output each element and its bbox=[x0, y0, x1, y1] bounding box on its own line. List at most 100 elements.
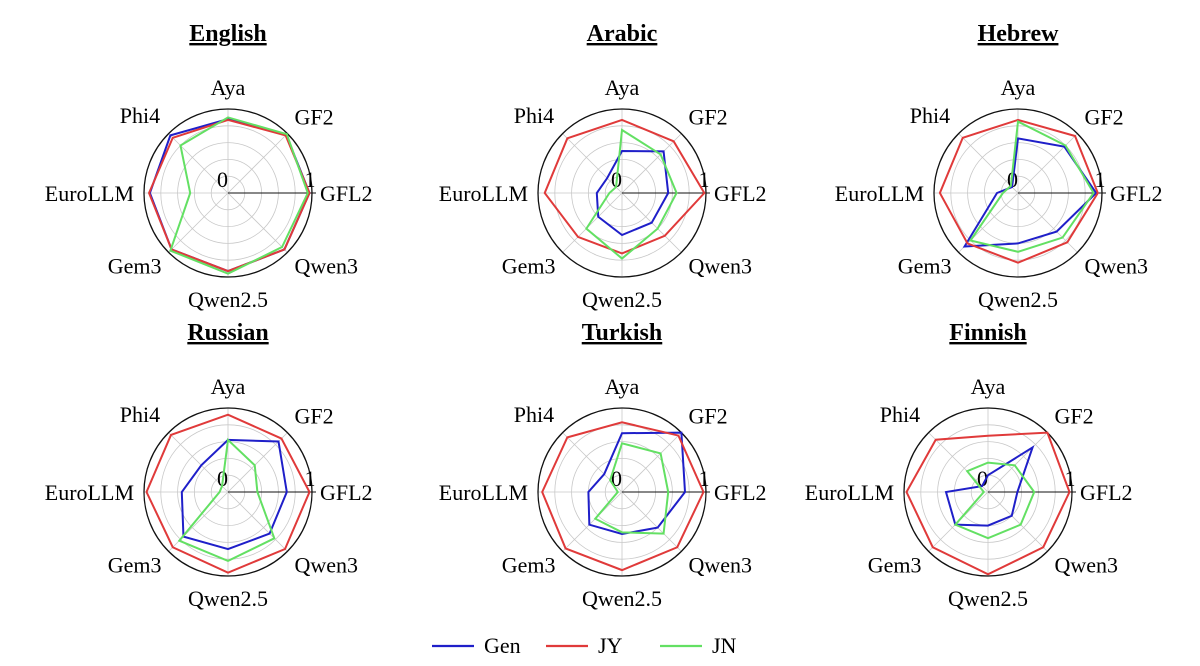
axis-label-gf2: GF2 bbox=[1054, 404, 1093, 429]
axis-label-phi4: Phi4 bbox=[880, 402, 920, 427]
chart-title: English bbox=[189, 21, 266, 47]
grid-spoke bbox=[168, 432, 229, 493]
axis-label-gem3: Gem3 bbox=[108, 552, 162, 577]
series-line-gen bbox=[962, 137, 1098, 248]
axis-label-qwen3: Qwen3 bbox=[294, 253, 358, 278]
axis-label-phi4: Phi4 bbox=[120, 402, 160, 427]
grid-spoke bbox=[1017, 192, 1078, 253]
axis-label-gem3: Gem3 bbox=[108, 253, 162, 278]
axis-label-gf2: GF2 bbox=[1084, 105, 1123, 130]
grid-spoke bbox=[562, 491, 623, 552]
axis-label-eurollm: EuroLLM bbox=[439, 480, 528, 505]
chart-title: Turkish bbox=[582, 320, 663, 346]
series-line-jy bbox=[147, 118, 311, 273]
axis-label-aya: Aya bbox=[605, 374, 640, 399]
series-line-jn bbox=[169, 116, 309, 275]
series-line-jn bbox=[953, 461, 1036, 540]
axis-label-aya: Aya bbox=[971, 374, 1006, 399]
axis-label-qwen3: Qwen3 bbox=[688, 552, 752, 577]
axis-label-gem3: Gem3 bbox=[502, 253, 556, 278]
chart-title: Russian bbox=[187, 320, 268, 346]
axis-label-aya: Aya bbox=[1001, 75, 1036, 100]
chart-title: Hebrew bbox=[978, 21, 1060, 47]
axis-label-qwen2-5: Qwen2.5 bbox=[582, 287, 662, 312]
series-line-gen bbox=[587, 431, 687, 536]
axis-label-phi4: Phi4 bbox=[514, 402, 554, 427]
axis-label-qwen3: Qwen3 bbox=[688, 253, 752, 278]
grid-spoke bbox=[987, 432, 1048, 493]
axis-label-aya: Aya bbox=[605, 75, 640, 100]
grid-spoke bbox=[621, 432, 682, 493]
grid-spoke bbox=[987, 491, 1048, 552]
axis-label-gf2: GF2 bbox=[688, 105, 727, 130]
tick-label-1: 1 bbox=[1065, 466, 1076, 491]
grid-spoke bbox=[562, 192, 623, 253]
grid-spoke bbox=[928, 432, 989, 493]
grid-spoke bbox=[562, 133, 623, 194]
axis-label-qwen2-5: Qwen2.5 bbox=[188, 586, 268, 611]
axis-label-gfl2: GFL2 bbox=[714, 480, 767, 505]
axis-label-phi4: Phi4 bbox=[514, 103, 554, 128]
axis-label-aya: Aya bbox=[211, 374, 246, 399]
chart-title: Finnish bbox=[949, 320, 1026, 346]
series-line-gen bbox=[944, 445, 1035, 527]
axis-label-phi4: Phi4 bbox=[910, 103, 950, 128]
axis-label-qwen2-5: Qwen2.5 bbox=[978, 287, 1058, 312]
legend-label-jn: JN bbox=[712, 633, 737, 658]
series-line-jy bbox=[905, 431, 1071, 576]
tick-label-1: 1 bbox=[699, 466, 710, 491]
series-line-jn bbox=[593, 442, 670, 535]
axis-label-aya: Aya bbox=[211, 75, 246, 100]
axis-label-eurollm: EuroLLM bbox=[439, 181, 528, 206]
axis-label-qwen3: Qwen3 bbox=[1084, 253, 1148, 278]
axis-label-gfl2: GFL2 bbox=[1110, 181, 1163, 206]
axis-label-qwen2-5: Qwen2.5 bbox=[582, 586, 662, 611]
tick-label-1: 1 bbox=[699, 167, 710, 192]
axis-label-phi4: Phi4 bbox=[120, 103, 160, 128]
axis-label-gfl2: GFL2 bbox=[320, 480, 373, 505]
grid-spoke bbox=[168, 491, 229, 552]
tick-label-1: 1 bbox=[305, 466, 316, 491]
chart-title: Arabic bbox=[587, 21, 658, 47]
axis-label-gf2: GF2 bbox=[688, 404, 727, 429]
axis-label-gf2: GF2 bbox=[294, 105, 333, 130]
grid-spoke bbox=[227, 491, 288, 552]
grid-spoke bbox=[168, 133, 229, 194]
axis-label-eurollm: EuroLLM bbox=[45, 181, 134, 206]
tick-label-0: 0 bbox=[217, 167, 228, 192]
axis-label-gfl2: GFL2 bbox=[1080, 480, 1133, 505]
axis-label-qwen2-5: Qwen2.5 bbox=[188, 287, 268, 312]
axis-label-gfl2: GFL2 bbox=[714, 181, 767, 206]
axis-label-gem3: Gem3 bbox=[502, 552, 556, 577]
legend-label-gen: Gen bbox=[484, 633, 521, 658]
series-line-jy bbox=[938, 118, 1099, 264]
series-line-jn bbox=[177, 437, 276, 562]
series-line-jy bbox=[145, 413, 311, 574]
grid-spoke bbox=[227, 133, 288, 194]
legend: Gen JY JN bbox=[432, 633, 737, 658]
axis-label-gem3: Gem3 bbox=[868, 552, 922, 577]
grid-spoke bbox=[168, 192, 229, 253]
series-line-jn bbox=[585, 128, 678, 260]
series-line-jy bbox=[543, 118, 706, 255]
grid-spoke bbox=[621, 491, 682, 552]
legend-label-jy: JY bbox=[598, 633, 623, 658]
axis-label-eurollm: EuroLLM bbox=[805, 480, 894, 505]
axis-label-eurollm: EuroLLM bbox=[45, 480, 134, 505]
grid-spoke bbox=[958, 133, 1019, 194]
series-line-jn bbox=[968, 120, 1095, 253]
grid-spoke bbox=[621, 133, 682, 194]
tick-label-1: 1 bbox=[1095, 167, 1106, 192]
axis-label-qwen3: Qwen3 bbox=[1054, 552, 1118, 577]
grid-spoke bbox=[1017, 133, 1078, 194]
grid-spoke bbox=[227, 192, 288, 253]
tick-label-0: 0 bbox=[611, 466, 622, 491]
axis-label-qwen2-5: Qwen2.5 bbox=[948, 586, 1028, 611]
